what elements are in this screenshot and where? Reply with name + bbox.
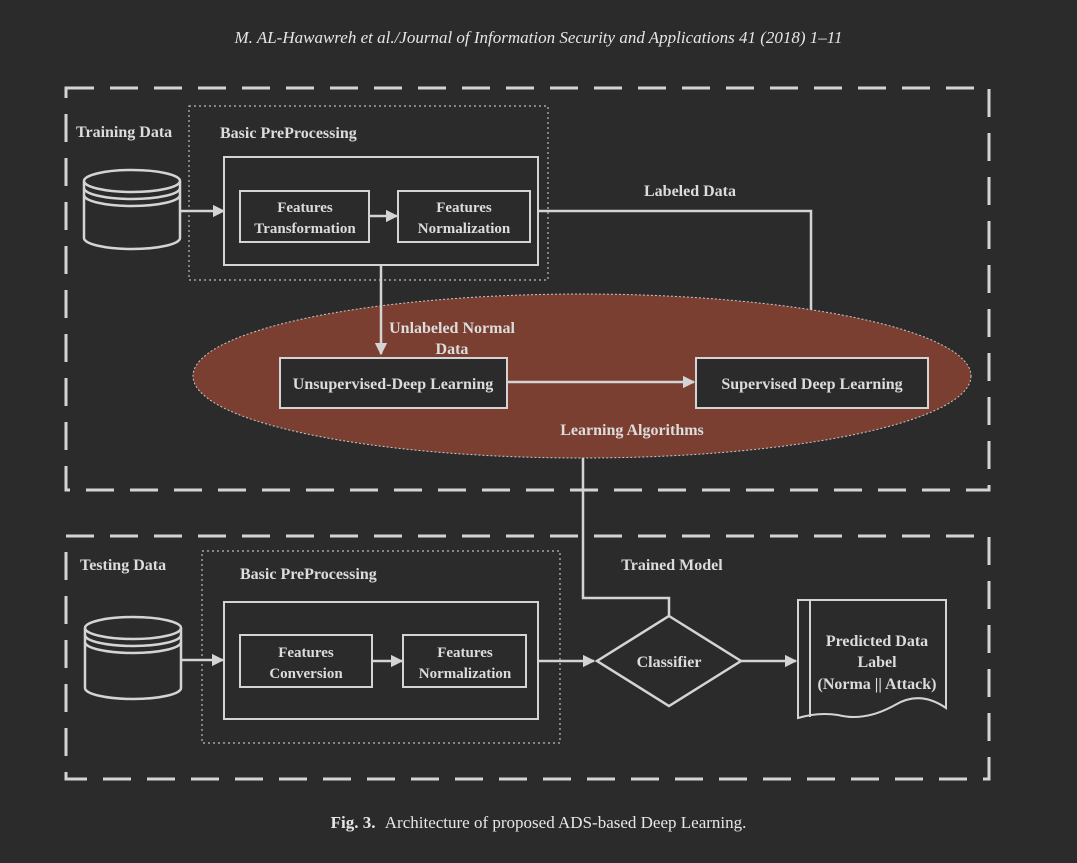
- features-conversion-line1: Features: [278, 645, 334, 661]
- learning-algorithms-ellipse: [192, 293, 972, 459]
- training-database-icon: [82, 168, 182, 251]
- trained-model-connector: [581, 458, 671, 616]
- figure-caption: Fig. 3. Architecture of proposed ADS-bas…: [0, 813, 1077, 833]
- trained-model-label: Trained Model: [621, 557, 723, 574]
- testing-phase-frame: [64, 534, 991, 781]
- training-normalization-line1: Features: [436, 200, 492, 216]
- supervised-learning-box: [695, 357, 929, 409]
- predicted-label-line1: Predicted Data: [826, 633, 928, 650]
- training-normalization-line2: Normalization: [418, 221, 511, 237]
- training-phase-frame: [64, 86, 991, 492]
- figure-number: Fig. 3.: [330, 813, 376, 832]
- features-transformation-line1: Features: [277, 200, 333, 216]
- predicted-label-document-icon: [797, 599, 947, 720]
- unsupervised-learning-label: Unsupervised-Deep Learning: [293, 376, 493, 393]
- testing-data-label: Testing Data: [80, 557, 166, 574]
- predicted-label-line2: Label: [857, 654, 897, 671]
- predicted-label-line3: (Norma || Attack): [817, 676, 936, 693]
- testing-normalization-line1: Features: [437, 645, 493, 661]
- labeled-data-label: Labeled Data: [644, 183, 736, 200]
- training-data-label: Training Data: [76, 124, 172, 141]
- features-transformation-line2: Transformation: [254, 221, 356, 237]
- figure-caption-text: Architecture of proposed ADS-based Deep …: [384, 813, 747, 832]
- unlabeled-normal-label-line1: Unlabeled Normal: [389, 320, 515, 337]
- training-preprocessing-label: Basic PreProcessing: [220, 125, 357, 142]
- unlabeled-normal-label-line2: Data: [436, 341, 469, 358]
- classifier-diamond: [594, 614, 744, 708]
- learning-algorithms-label: Learning Algorithms: [560, 422, 704, 439]
- training-preprocessing-frame: [188, 105, 549, 281]
- arrow-labeled-data: [538, 209, 818, 358]
- journal-citation-header: M. AL-Hawawreh et al./Journal of Informa…: [234, 28, 843, 47]
- features-conversion-line2: Conversion: [269, 666, 343, 682]
- classifier-label: Classifier: [637, 654, 702, 671]
- testing-database-icon: [83, 615, 183, 701]
- testing-preprocessing-label: Basic PreProcessing: [240, 566, 377, 583]
- supervised-learning-label: Supervised Deep Learning: [721, 376, 902, 393]
- testing-normalization-line2: Normalization: [419, 666, 512, 682]
- unsupervised-learning-box: [279, 357, 508, 409]
